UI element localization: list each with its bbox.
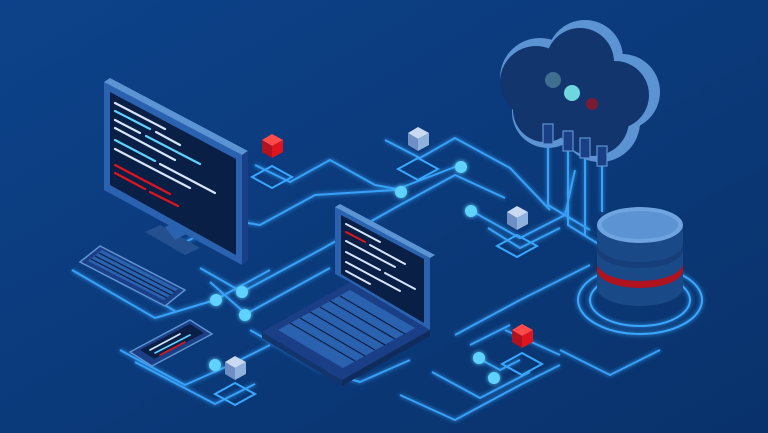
red-cube-icon: [499, 324, 545, 377]
circuit-node-icon: [488, 372, 500, 384]
circuit-node-icon: [209, 359, 221, 371]
smartphone-icon: [128, 319, 214, 367]
circuit-node-icon: [395, 186, 407, 198]
blue-cube-icon: [494, 206, 540, 259]
circuit-node-icon: [465, 205, 477, 217]
database-icon: [597, 207, 683, 306]
laptop-icon: [262, 204, 435, 386]
circuit-node-icon: [239, 309, 251, 321]
circuit-node-icon: [473, 352, 485, 364]
cloud-icon: [500, 20, 660, 167]
circuit-nodes: [209, 161, 500, 384]
blue-cube-icon: [395, 127, 441, 182]
circuit-node-icon: [210, 294, 222, 306]
circuit-node-icon: [236, 286, 248, 298]
red-cube-icon: [249, 134, 295, 190]
keyboard-icon: [78, 245, 187, 307]
circuit-node-icon: [455, 161, 467, 173]
cloud-connectors: [542, 123, 608, 167]
blue-cube-icon: [212, 356, 258, 407]
desktop-monitor-icon: [104, 78, 248, 265]
